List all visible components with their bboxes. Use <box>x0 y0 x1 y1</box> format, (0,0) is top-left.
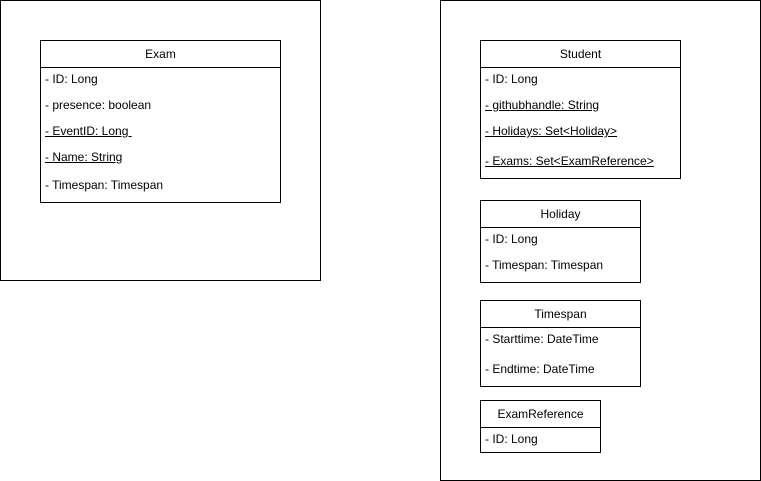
examreference-attr-id: - ID: Long <box>485 432 538 446</box>
examreference-class-box[interactable]: ExamReference - ID: Long <box>480 400 601 453</box>
exam-class-box[interactable]: Exam - ID: Long - presence: boolean - Ev… <box>40 40 281 203</box>
timespan-class-box[interactable]: Timespan - Starttime: DateTime - Endtime… <box>480 300 641 387</box>
exam-attr-presence: - presence: boolean <box>45 98 152 112</box>
timespan-attr-starttime: - Starttime: DateTime <box>485 332 599 346</box>
student-class-title: Student <box>481 41 680 68</box>
exam-attr-id: - ID: Long <box>45 72 98 86</box>
exam-attr-eventid: - EventID: Long <box>45 124 132 138</box>
student-attr-holidays: - Holidays: Set<Holiday> <box>485 124 618 138</box>
exam-class-title: Exam <box>41 41 280 68</box>
holiday-class-box[interactable]: Holiday - ID: Long - Timespan: Timespan <box>480 200 641 283</box>
holiday-class-title: Holiday <box>481 201 640 228</box>
student-class-box[interactable]: Student - ID: Long - githubhandle: Strin… <box>480 40 681 179</box>
student-attr-id: - ID: Long <box>485 72 538 86</box>
timespan-class-title: Timespan <box>481 301 640 328</box>
student-attr-exams: - Exams: Set<ExamReference> <box>485 154 654 168</box>
exam-attr-name: - Name: String <box>45 150 123 164</box>
student-attr-githubhandle: - githubhandle: String <box>485 98 600 112</box>
holiday-attr-timespan: - Timespan: Timespan <box>485 258 604 272</box>
timespan-attr-endtime: - Endtime: DateTime <box>485 362 595 376</box>
holiday-attr-id: - ID: Long <box>485 232 538 246</box>
examreference-class-title: ExamReference <box>481 401 600 428</box>
exam-attr-timespan: - Timespan: Timespan <box>45 178 164 192</box>
